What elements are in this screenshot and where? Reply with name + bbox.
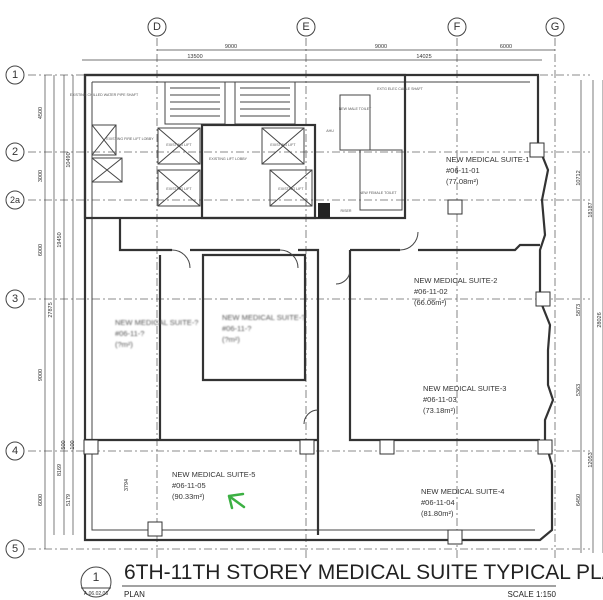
building-core: EXISTING CHILLED WATER PIPE SHAFT EXISTI…: [70, 73, 424, 220]
svg-text:F: F: [454, 21, 461, 33]
annotation-arrow-icon: [227, 492, 246, 510]
partitions: [83, 142, 553, 545]
svg-text:9000: 9000: [375, 44, 387, 50]
svg-text:6000: 6000: [38, 244, 44, 256]
svg-text:(?m²): (?m²): [222, 335, 240, 344]
svg-text:10490: 10490: [66, 152, 72, 167]
svg-text:8169: 8169: [57, 464, 63, 476]
svg-text:D: D: [153, 21, 161, 33]
svg-text:#06-11-01: #06-11-01: [446, 166, 480, 175]
svg-text:EXTG ELEC CABLE SHAFT: EXTG ELEC CABLE SHAFT: [377, 87, 424, 91]
svg-text:#06-11-04: #06-11-04: [421, 498, 455, 507]
svg-text:(81.80m²): (81.80m²): [421, 509, 454, 518]
svg-text:5179: 5179: [66, 494, 72, 506]
left-dimensions: 4500 3000 6000 9000 6000 10490 19450 278…: [38, 75, 76, 549]
drawing-scale: SCALE 1:150: [508, 590, 557, 599]
svg-text:NEW MEDICAL SUITE-3: NEW MEDICAL SUITE-3: [423, 384, 506, 393]
svg-text:18187: 18187: [588, 202, 594, 217]
svg-text:13500: 13500: [187, 54, 202, 60]
svg-text:6000: 6000: [500, 44, 512, 50]
svg-text:NEW MEDICAL SUITE-1: NEW MEDICAL SUITE-1: [446, 155, 529, 164]
row-bubble-5: 5: [5, 539, 25, 559]
suite-4-label: NEW MEDICAL SUITE-4 #06-11-04 (81.80m²): [421, 487, 504, 518]
svg-text:(66.06m²): (66.06m²): [414, 298, 447, 307]
svg-text:28026: 28026: [597, 312, 603, 327]
svg-text:NEW MEDICAL SUITE-5: NEW MEDICAL SUITE-5: [172, 470, 255, 479]
svg-text:1: 1: [93, 570, 100, 584]
svg-text:(?m²): (?m²): [115, 340, 133, 349]
svg-text:9000: 9000: [225, 44, 237, 50]
svg-text:3: 3: [12, 293, 18, 305]
svg-text:3000: 3000: [38, 170, 44, 182]
svg-text:6450: 6450: [576, 494, 582, 506]
svg-text:2: 2: [12, 146, 18, 158]
svg-text:12053: 12053: [588, 452, 594, 467]
svg-text:E: E: [302, 21, 309, 33]
svg-text:(90.33m²): (90.33m²): [172, 492, 205, 501]
svg-text:EXISTING LIFT: EXISTING LIFT: [270, 143, 296, 147]
svg-text:#06-11-03: #06-11-03: [423, 395, 457, 404]
suite-1-label: NEW MEDICAL SUITE-1 #06-11-01 (77.08m²): [446, 155, 529, 186]
svg-text:(77.08m²): (77.08m²): [446, 177, 479, 186]
svg-text:NEW MEDICAL SUITE-?: NEW MEDICAL SUITE-?: [222, 313, 305, 322]
column-bubble-f: F: [447, 17, 467, 37]
title-block: 1 A.06.02.06 6TH-11TH STOREY MEDICAL SUI…: [80, 561, 603, 599]
svg-text:14025: 14025: [416, 54, 431, 60]
svg-text:NEW MEDICAL SUITE-?: NEW MEDICAL SUITE-?: [115, 318, 198, 327]
svg-text:AHU: AHU: [326, 129, 334, 133]
svg-text:EXISTING LIFT: EXISTING LIFT: [166, 187, 192, 191]
top-dimensions: 9000 9000 6000 13500 14025: [82, 44, 555, 61]
blurred-suite-center-label: NEW MEDICAL SUITE-? #06-11-? (?m²): [222, 313, 305, 344]
svg-text:NEW MEDICAL SUITE-2: NEW MEDICAL SUITE-2: [414, 276, 497, 285]
row-bubble-1: 1: [5, 65, 25, 85]
suite-5-label: NEW MEDICAL SUITE-5 #06-11-05 (90.33m²): [172, 470, 255, 501]
column-bubble-d: D: [147, 17, 167, 37]
svg-text:#06-11-02: #06-11-02: [414, 287, 448, 296]
svg-text:19450: 19450: [57, 232, 63, 247]
svg-text:6000: 6000: [38, 494, 44, 506]
suite-2-label: NEW MEDICAL SUITE-2 #06-11-02 (66.06m²): [414, 276, 497, 307]
svg-text:4500: 4500: [38, 107, 44, 119]
svg-text:5: 5: [12, 543, 18, 555]
svg-text:#06-11-?: #06-11-?: [115, 329, 144, 338]
row-bubble-3: 3: [5, 289, 25, 309]
svg-text:G: G: [551, 21, 560, 33]
svg-text:EXISTING LIFT: EXISTING LIFT: [166, 143, 192, 147]
svg-text:A.06.02.06: A.06.02.06: [84, 591, 108, 597]
svg-text:10712: 10712: [576, 170, 582, 185]
suite-5-dimension: 3794: [124, 479, 130, 491]
svg-text:2a: 2a: [10, 195, 20, 205]
svg-text:5873: 5873: [576, 304, 582, 316]
svg-text:4: 4: [12, 445, 18, 457]
row-bubble-4: 4: [5, 441, 25, 461]
svg-text:5363: 5363: [576, 384, 582, 396]
row-bubble-2: 2: [5, 142, 25, 162]
svg-text:NEW MALE TOILET: NEW MALE TOILET: [339, 107, 372, 111]
svg-text:#06-11-?: #06-11-?: [222, 324, 251, 333]
svg-text:9000: 9000: [38, 369, 44, 381]
svg-text:(73.18m²): (73.18m²): [423, 406, 456, 415]
row-bubble-2a: 2a: [5, 190, 25, 210]
blurred-suite-left-label: NEW MEDICAL SUITE-? #06-11-? (?m²): [115, 318, 198, 349]
svg-text:EXISTING FIRE LIFT LOBBY: EXISTING FIRE LIFT LOBBY: [106, 137, 154, 141]
svg-text:EXISTING CHILLED WATER PIPE SH: EXISTING CHILLED WATER PIPE SHAFT: [70, 93, 139, 97]
svg-text:EXISTING LIFT: EXISTING LIFT: [278, 187, 304, 191]
svg-text:RISER: RISER: [341, 209, 352, 213]
right-dimensions: 10712 5873 5363 6450 18187 12053 28026: [576, 80, 603, 553]
svg-text:EXISTING LIFT LOBBY: EXISTING LIFT LOBBY: [209, 157, 248, 161]
suite-3-label: NEW MEDICAL SUITE-3 #06-11-03 (73.18m²): [423, 384, 506, 415]
drawing-subtitle: PLAN: [124, 590, 145, 599]
column-bubble-g: G: [545, 17, 565, 37]
svg-text:1: 1: [12, 69, 18, 81]
svg-text:NEW FEMALE TOILET: NEW FEMALE TOILET: [359, 191, 397, 195]
svg-text:500: 500: [61, 440, 67, 449]
svg-text:27875: 27875: [48, 302, 54, 317]
svg-text:#06-11-05: #06-11-05: [172, 481, 206, 490]
svg-text:100: 100: [70, 440, 76, 449]
column-bubble-e: E: [296, 17, 316, 37]
svg-text:NEW MEDICAL SUITE-4: NEW MEDICAL SUITE-4: [421, 487, 504, 496]
grid-lines: [28, 38, 590, 558]
drawing-title: 6TH-11TH STOREY MEDICAL SUITE TYPICAL PL…: [124, 561, 603, 584]
